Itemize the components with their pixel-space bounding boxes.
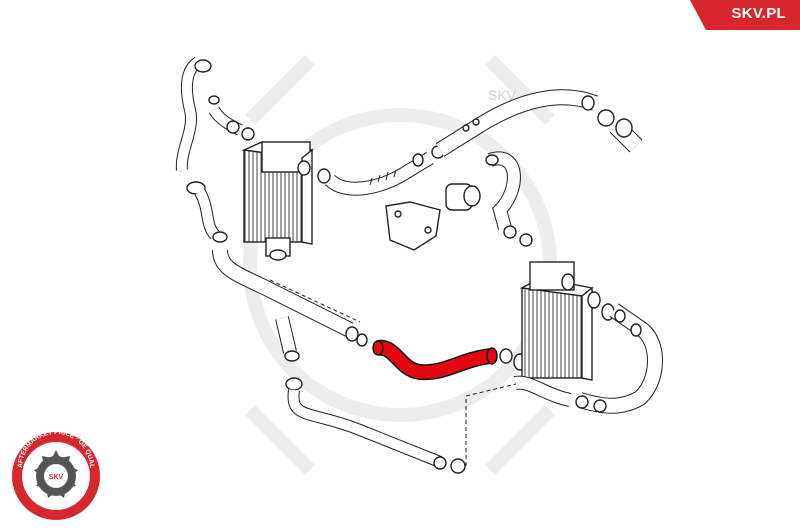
brand-badge-label-box: SKV.PL: [688, 0, 800, 30]
watermark-text: SKV: [488, 87, 517, 103]
brand-badge: [690, 0, 800, 30]
pipe-group-lower-left: [212, 249, 368, 347]
pipe-group-upper-center: [317, 89, 643, 196]
seal-logo: [12, 432, 100, 520]
highlighted-hose: [372, 339, 498, 381]
intercooler-right: [499, 261, 594, 381]
intercooler-left: [241, 141, 314, 261]
pipe-group-upper-left: [175, 56, 255, 243]
pipe-group-center: [385, 151, 533, 251]
pipe-group-lower: [275, 316, 517, 474]
brand-logo-text: SKV.PL: [731, 5, 786, 22]
pipe-group-right: [513, 291, 663, 414]
